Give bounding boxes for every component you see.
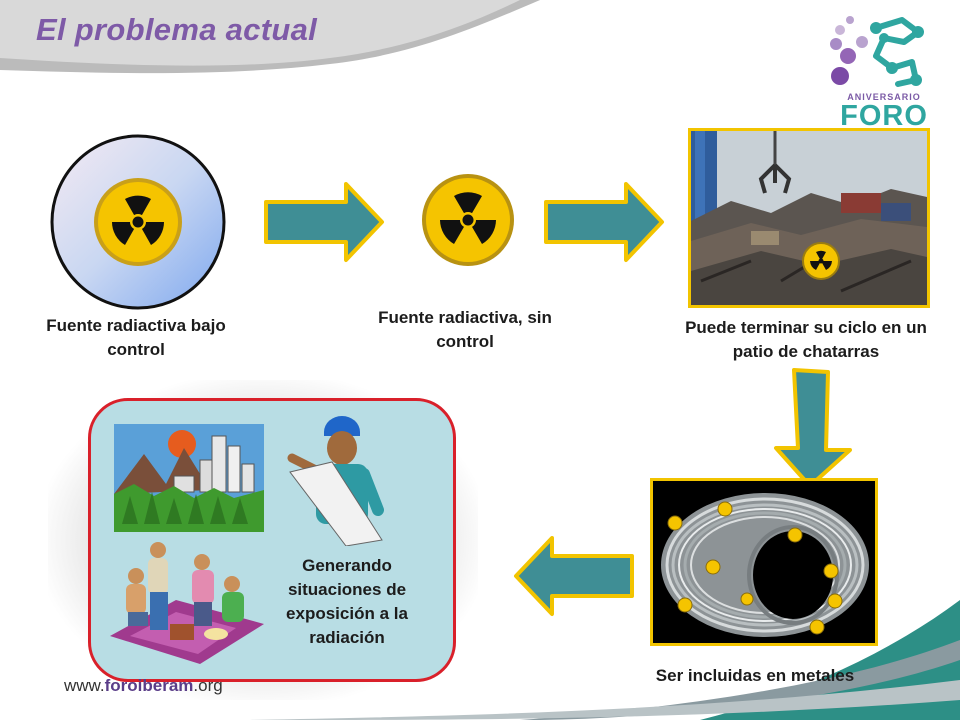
uncontrolled-source-label: Fuente radiactiva, sin control [378,308,552,351]
exposure-label: Generando situaciones de exposición a la… [286,556,408,647]
radiation-icon [422,174,514,266]
scrapyard-illustration [691,131,927,305]
arrow-right-1 [264,182,384,262]
wire-coil-illustration [661,493,869,637]
wire-coil-photo [650,478,878,646]
logo-word: FORO [840,100,928,132]
arrow-right-2 [544,182,664,262]
scrapyard-photo [688,128,930,308]
footer-url[interactable]: www.foroiberam.org [64,676,223,696]
controlled-source-label: Fuente radiactiva bajo control [46,316,226,359]
picnic-clipart [110,542,264,664]
scrapyard-label: Puede terminar su ciclo en un patio de c… [685,318,927,361]
foro-logo: ANIVERSARIO FORO [826,12,936,132]
logo-dots-graphic [830,16,924,87]
slide-title: El problema actual [36,12,318,47]
worker-clipart [287,416,384,546]
landscape-clipart [114,424,264,532]
arrow-left [514,536,634,616]
metals-label: Ser incluidas en metales [655,666,855,685]
footer-url-suffix: .org [193,676,223,695]
arrow-down [774,368,852,488]
radiation-icon [94,178,182,266]
footer-url-brand: foroiberam [104,676,194,695]
logo-top-line: ANIVERSARIO [847,92,921,102]
controlled-source-node [48,132,228,312]
footer-url-prefix: www. [64,676,105,695]
